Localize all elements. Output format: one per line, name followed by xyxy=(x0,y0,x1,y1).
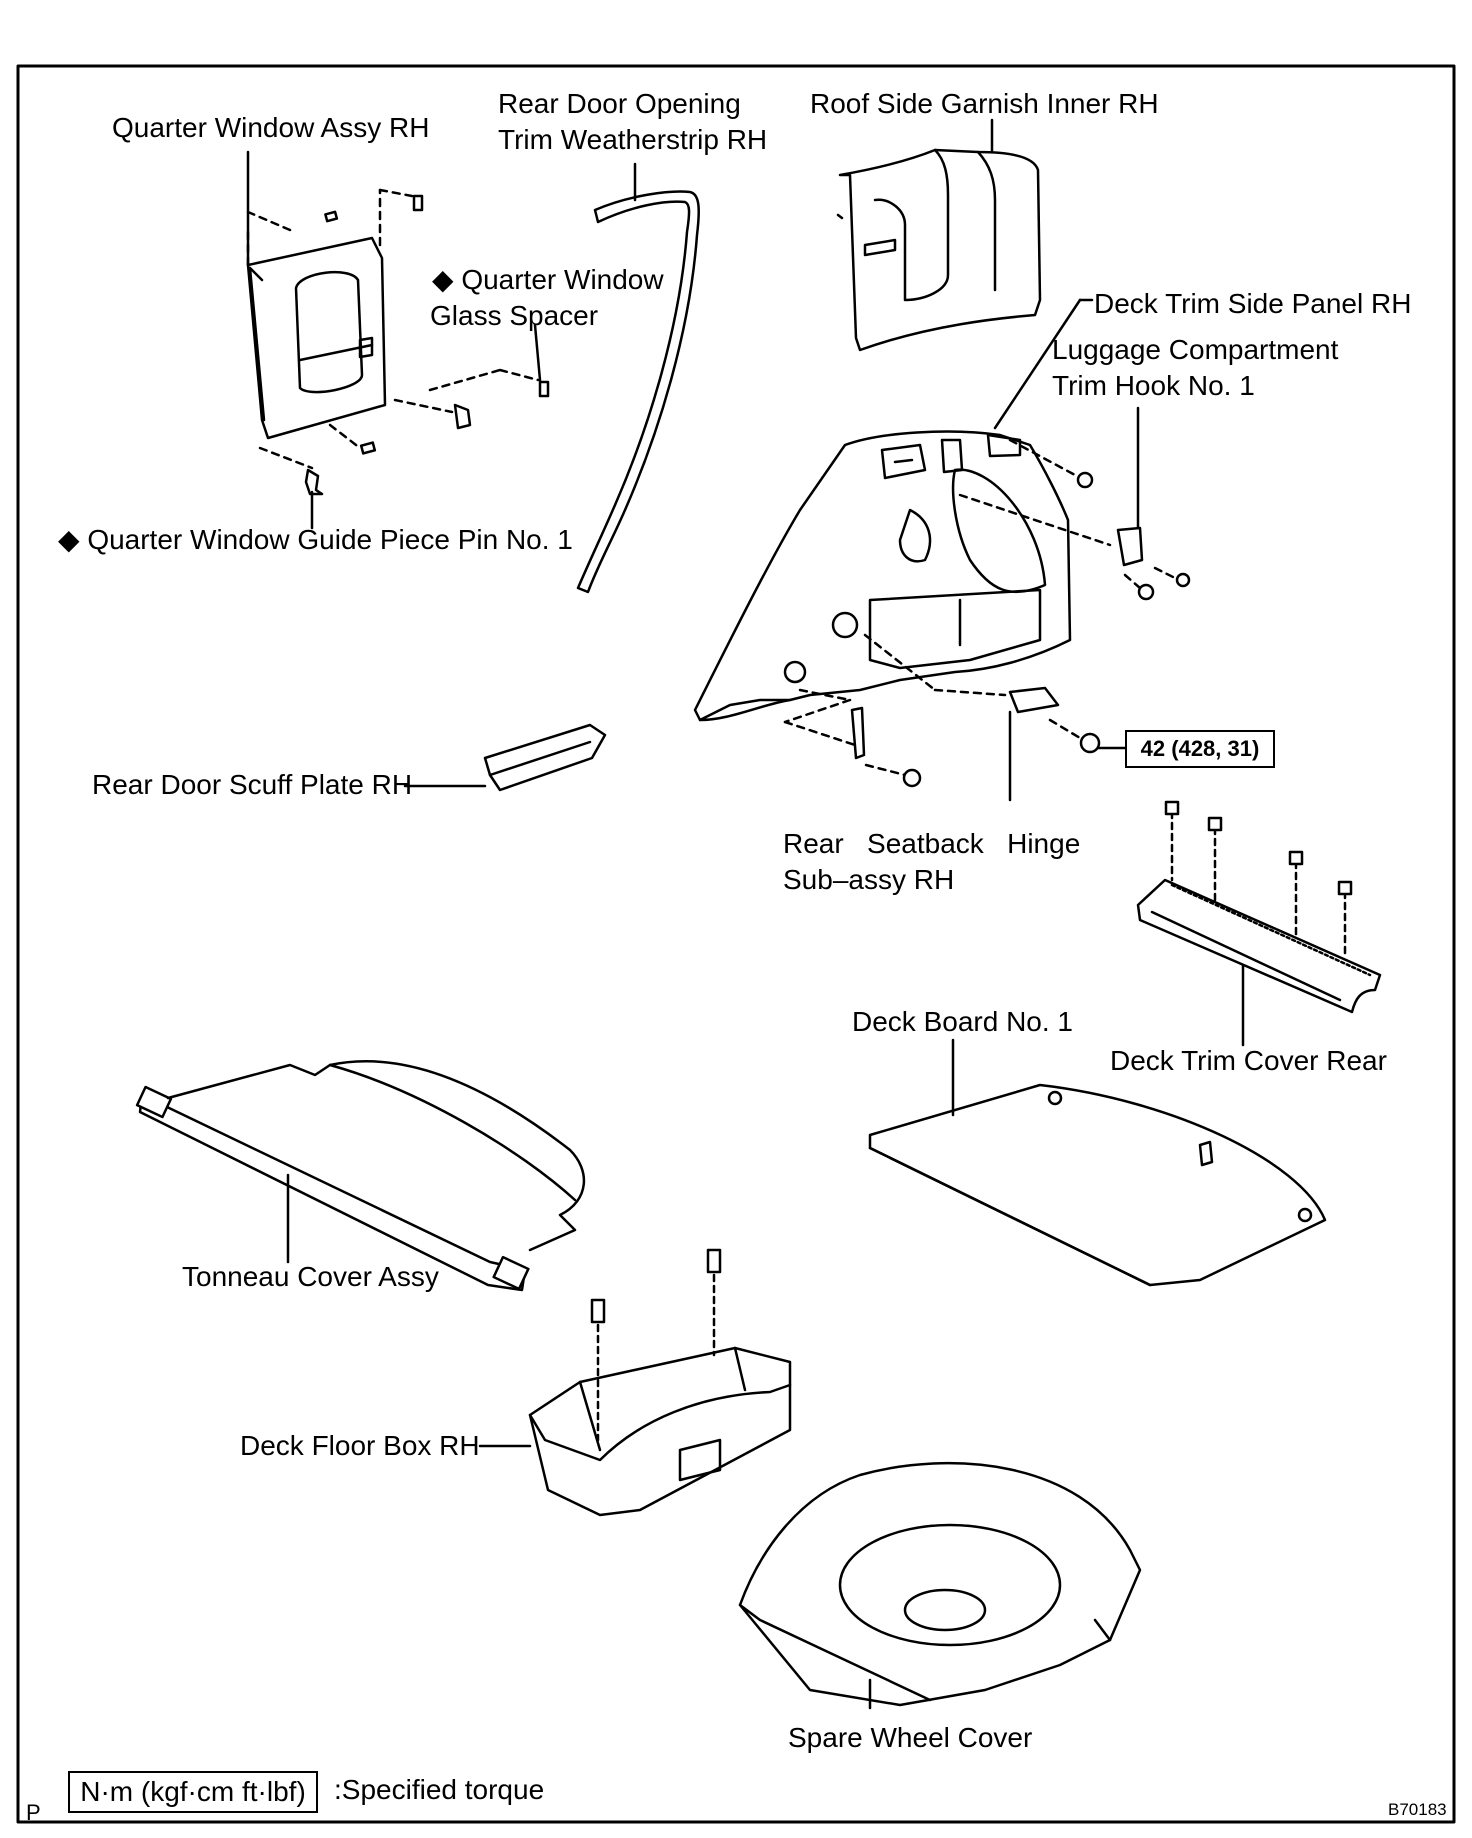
label-spare-wheel-cover: Spare Wheel Cover xyxy=(788,1722,1033,1753)
label-trim-hook-line2: Trim Hook No. 1 xyxy=(1052,370,1255,401)
spare-wheel-cover-drawing xyxy=(738,1461,1142,1707)
roof-side-garnish-drawing xyxy=(836,148,1042,352)
label-roof-side-garnish: Roof Side Garnish Inner RH xyxy=(810,88,1159,119)
label-quarter-window-assy: Quarter Window Assy RH xyxy=(112,112,430,143)
label-deck-trim-side-panel: Deck Trim Side Panel RH xyxy=(1094,288,1412,319)
tonneau-cover-drawing xyxy=(135,1059,586,1292)
label-deck-board: Deck Board No. 1 xyxy=(852,1006,1073,1037)
legend-unit-box: N·m (kgf·cm ft·lbf) xyxy=(68,1771,318,1813)
label-deck-trim-cover-rear: Deck Trim Cover Rear xyxy=(1110,1045,1387,1076)
label-scuff-plate: Rear Door Scuff Plate RH xyxy=(92,769,413,800)
rear-door-weatherstrip-drawing xyxy=(576,190,700,594)
leader-glass-spacer xyxy=(533,323,542,382)
label-glass-spacer-line2: Glass Spacer xyxy=(430,300,599,331)
label-weatherstrip-line1: Rear Door Opening xyxy=(498,88,741,119)
figure-code: B70183 xyxy=(1388,1800,1447,1819)
label-glass-spacer-line1: ◆ Quarter Window xyxy=(432,264,664,295)
side-panel-fasteners xyxy=(783,438,1191,788)
deck-trim-cover-rear-drawing xyxy=(1136,800,1382,1014)
quarter-window-assy-drawing xyxy=(246,188,550,496)
label-seatback-hinge-line2: Sub–assy RH xyxy=(783,864,955,895)
leader-deck-trim-side-panel xyxy=(993,298,1082,430)
label-seatback-hinge-line1: Rear Seatback Hinge xyxy=(783,828,1081,859)
deck-floor-box-drawing xyxy=(528,1248,792,1517)
scuff-plate-drawing xyxy=(483,723,607,792)
diagram-border xyxy=(16,64,1456,1824)
corner-marker: P xyxy=(26,1800,41,1825)
legend-description: :Specified torque xyxy=(334,1774,545,1805)
label-deck-floor-box: Deck Floor Box RH xyxy=(240,1430,480,1461)
torque-spec-box: 42 (428, 31) xyxy=(1125,730,1275,768)
label-weatherstrip-line2: Trim Weatherstrip RH xyxy=(498,124,768,155)
deck-trim-side-panel-drawing xyxy=(693,430,1072,722)
label-trim-hook-line1: Luggage Compartment xyxy=(1052,334,1339,365)
deck-board-drawing xyxy=(868,1083,1327,1287)
label-guide-piece-pin: ◆ Quarter Window Guide Piece Pin No. 1 xyxy=(58,524,573,555)
label-tonneau-cover: Tonneau Cover Assy xyxy=(182,1261,439,1292)
